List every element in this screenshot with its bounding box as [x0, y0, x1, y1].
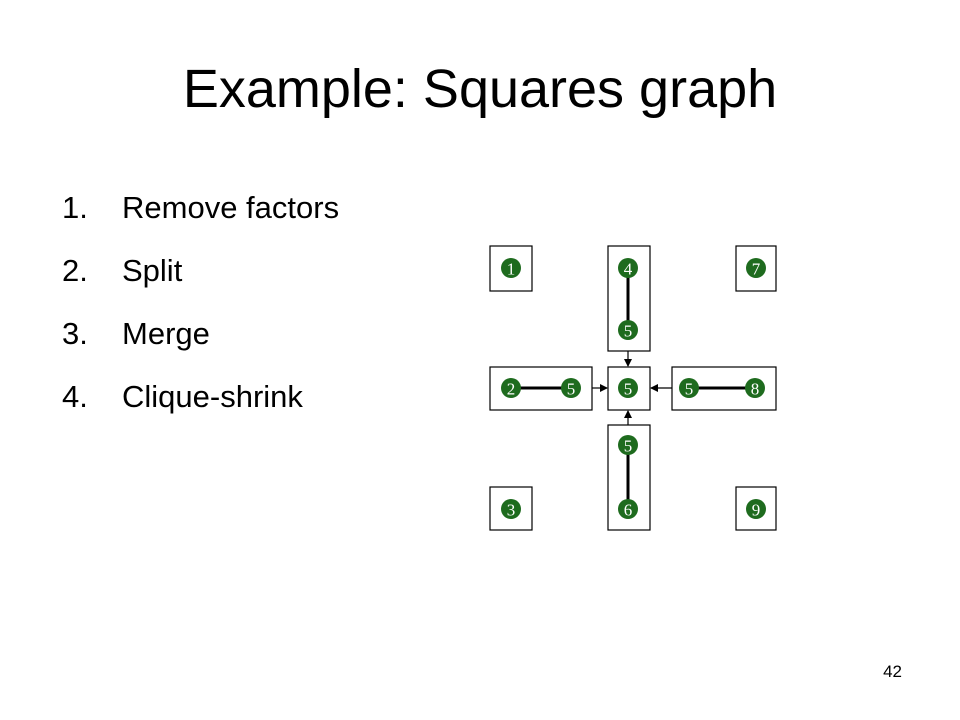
node-5-bottom: 5	[618, 435, 638, 456]
step-item: 2. Split	[62, 239, 339, 302]
node-5-left: 5	[561, 378, 581, 399]
step-item: 1. Remove factors	[62, 176, 339, 239]
step-number: 2.	[62, 253, 88, 288]
node-4: 4	[618, 258, 638, 279]
step-item: 4. Clique-shrink	[62, 365, 339, 428]
node-2: 2	[501, 378, 521, 399]
node-1-label: 1	[507, 260, 516, 279]
node-3-label: 3	[507, 501, 516, 520]
node-5-center-label: 5	[624, 380, 633, 399]
node-7-label: 7	[752, 260, 761, 279]
node-1: 1	[501, 258, 521, 279]
node-5-right-label: 5	[685, 380, 694, 399]
page-number: 42	[883, 662, 902, 681]
page-title: Example: Squares graph	[182, 59, 778, 119]
node-8-label: 8	[751, 380, 760, 399]
node-4-label: 4	[624, 260, 633, 279]
node-3: 3	[501, 499, 521, 520]
step-label: Merge	[122, 316, 210, 351]
node-7: 7	[746, 258, 766, 279]
node-5-top-label: 5	[624, 322, 633, 341]
node-5-bottom-label: 5	[624, 437, 633, 456]
node-5-center: 5	[618, 378, 638, 399]
node-9-label: 9	[752, 501, 761, 520]
node-8: 8	[745, 378, 765, 399]
node-2-label: 2	[507, 380, 516, 399]
node-6: 6	[618, 499, 638, 520]
step-number: 4.	[62, 379, 88, 414]
node-9: 9	[746, 499, 766, 520]
step-number: 3.	[62, 316, 88, 351]
node-5-left-label: 5	[567, 380, 576, 399]
step-label: Remove factors	[122, 190, 340, 225]
node-5-top: 5	[618, 320, 638, 341]
step-item: 3. Merge	[62, 302, 339, 365]
steps-list: 1. Remove factors 2. Split 3. Merge 4. C…	[62, 176, 339, 428]
step-label: Split	[122, 253, 183, 288]
step-label: Clique-shrink	[122, 379, 303, 414]
node-5-right: 5	[679, 378, 699, 399]
step-number: 1.	[62, 190, 88, 225]
node-6-label: 6	[624, 501, 633, 520]
